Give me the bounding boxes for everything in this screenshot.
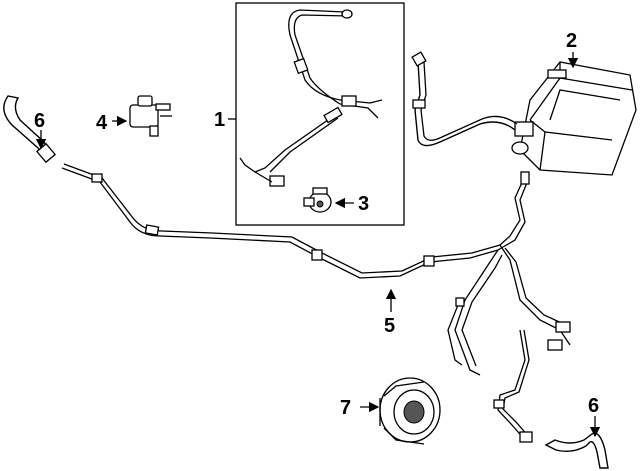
callout-6b: 6 — [588, 395, 599, 417]
callout-5: 5 — [384, 315, 395, 337]
inset-box — [235, 2, 405, 226]
fuel-vapor-line-icon[interactable] — [61, 163, 571, 443]
wiring-harness-icon[interactable] — [239, 9, 383, 187]
vacuum-solenoid-icon[interactable] — [129, 95, 172, 137]
fuel-filler-housing-icon[interactable] — [379, 377, 441, 445]
callout-6a: 6 — [34, 110, 45, 132]
callout-1: 1 — [214, 109, 225, 131]
callout-2: 2 — [566, 30, 577, 52]
charcoal-canister-icon[interactable] — [411, 51, 637, 176]
purge-valve-icon[interactable] — [303, 187, 332, 213]
callout-3: 3 — [358, 193, 369, 215]
callout-7: 7 — [340, 397, 351, 419]
callout-4: 4 — [96, 112, 108, 134]
vent-hose-icon[interactable] — [3, 95, 57, 164]
vent-hose-icon-right[interactable] — [544, 432, 609, 469]
